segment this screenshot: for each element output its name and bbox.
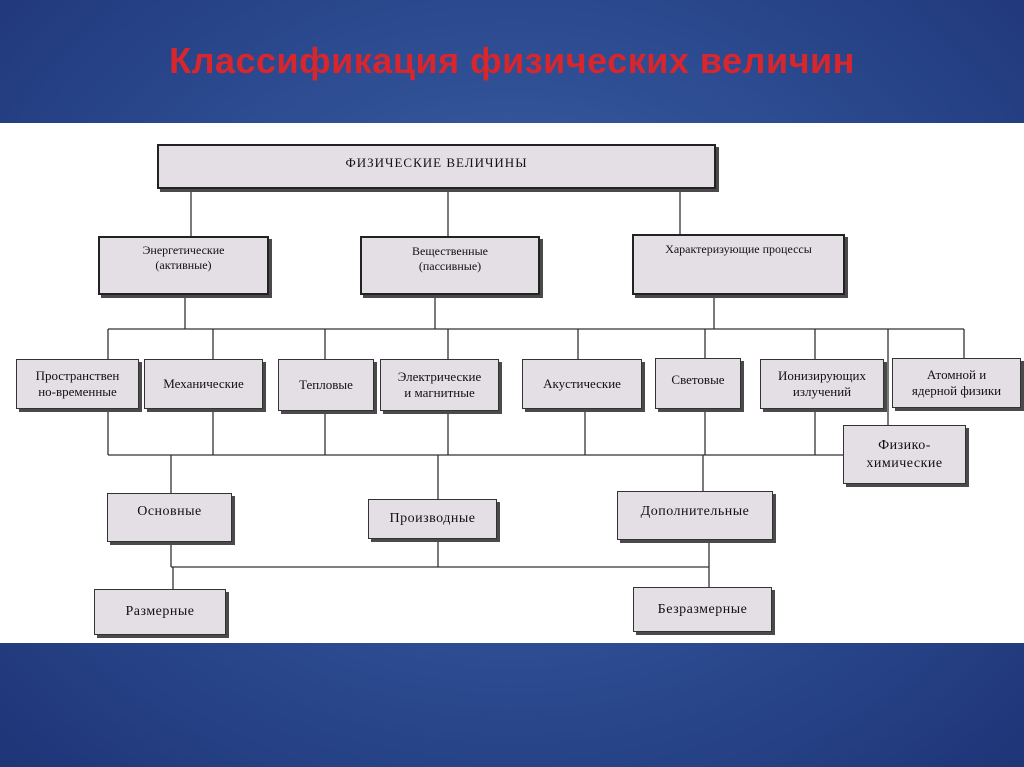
diagram-panel: ФИЗИЧЕСКИЕ ВЕЛИЧИНЫ Энергетические (акти…: [0, 123, 1024, 643]
node-process: Характеризующие процессы: [632, 234, 845, 295]
node-mechanical: Механические: [144, 359, 263, 409]
node-derived: Производные: [368, 499, 497, 539]
node-ionizing: Ионизирующих излучений: [760, 359, 884, 409]
node-space-time: Пространствен но-временные: [16, 359, 139, 409]
node-physico-chemical: Физико- химические: [843, 425, 966, 484]
node-physical-quantities: ФИЗИЧЕСКИЕ ВЕЛИЧИНЫ: [157, 144, 716, 189]
node-dimensionless: Безразмерные: [633, 587, 772, 632]
node-basic: Основные: [107, 493, 232, 542]
node-additional: Дополнительные: [617, 491, 773, 540]
node-atomic-nuclear: Атомной и ядерной физики: [892, 358, 1021, 408]
connector-lines: [107, 189, 965, 589]
node-light: Световые: [655, 358, 741, 409]
node-dimensional: Размерные: [94, 589, 226, 635]
node-electric-magnetic: Электрические и магнитные: [380, 359, 499, 411]
node-thermal: Тепловые: [278, 359, 374, 411]
node-acoustic: Акустические: [522, 359, 642, 409]
node-substantive: Вещественные (пассивные): [360, 236, 540, 295]
slide-title: Классификация физических величин: [169, 40, 855, 81]
node-energetic: Энергетические (активные): [98, 236, 269, 295]
